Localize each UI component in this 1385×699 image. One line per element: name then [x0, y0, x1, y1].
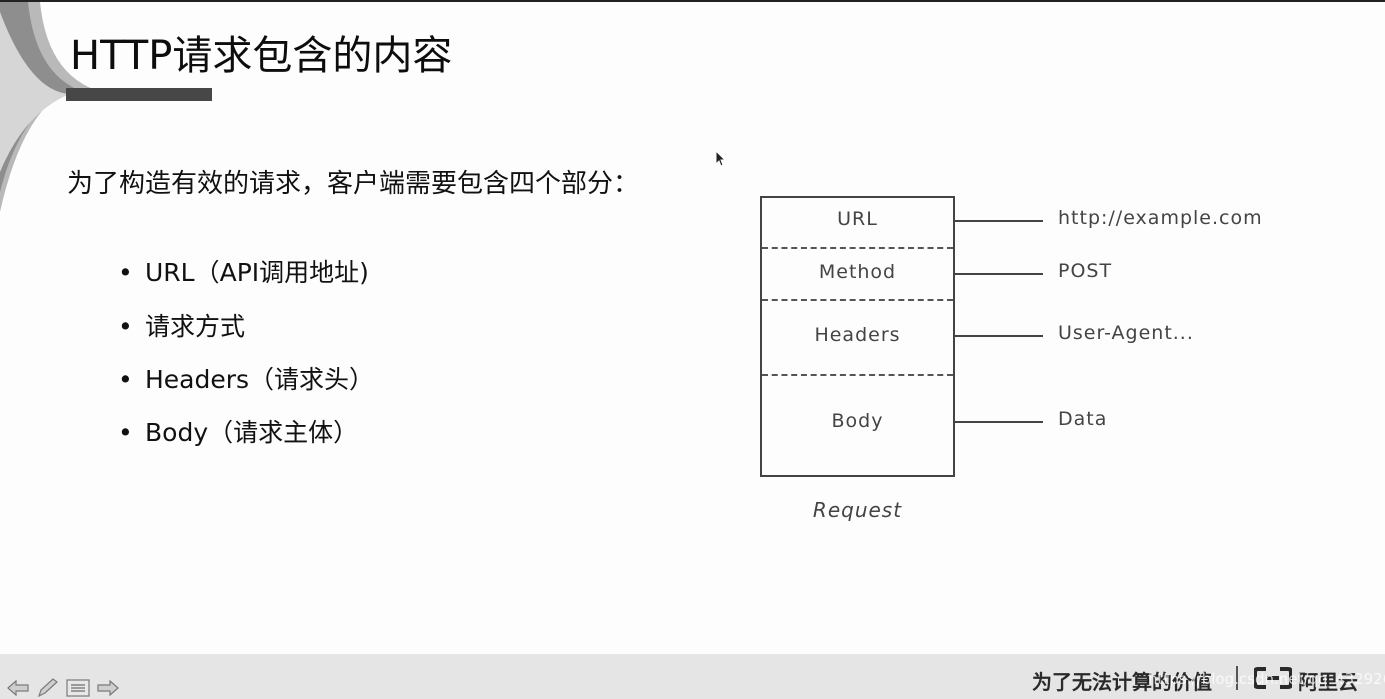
slide-canvas: HTTP请求包含的内容 为了构造有效的请求，客户端需要包含四个部分： •URL（… — [0, 2, 1385, 654]
segment-label-body: Body — [831, 410, 884, 432]
segment-value-method: POST — [1058, 260, 1113, 282]
pen-icon[interactable] — [36, 678, 60, 698]
connector-line — [953, 335, 1043, 337]
segment-label-method: Method — [818, 261, 897, 283]
bullet-item: •Body（请求主体） — [118, 418, 359, 447]
presentation-footer: 为了无法计算的价值 阿里云 https://blog.csdn.net/qq_4… — [0, 654, 1385, 699]
request-diagram-box: URL Method Headers Body — [760, 196, 955, 477]
segment-value-body: Data — [1058, 408, 1108, 430]
menu-icon[interactable] — [66, 678, 90, 698]
blog-watermark: https://blog.csdn.net/qq_43292601 — [1148, 670, 1385, 688]
bullet-text: URL（API调用地址) — [145, 258, 369, 287]
page-title: HTTP请求包含的内容 — [70, 33, 453, 79]
bullet-text: Headers（请求头） — [145, 365, 375, 394]
connector-line — [953, 273, 1043, 275]
aliyun-logo-icon — [1254, 667, 1292, 689]
segment-value-headers: User-Agent... — [1058, 322, 1194, 344]
bullet-text: 请求方式 — [145, 312, 246, 341]
segment-label-url: URL — [837, 208, 878, 230]
connector-line — [953, 421, 1043, 423]
segment-value-url: http://example.com — [1058, 207, 1263, 229]
corner-swoosh-decoration — [0, 2, 110, 212]
segment-label-headers: Headers — [814, 324, 901, 346]
title-underline-bar — [66, 88, 212, 101]
segment-divider — [762, 299, 953, 301]
footer-divider — [1236, 666, 1238, 690]
footer-brand: 阿里云 — [1298, 670, 1358, 694]
arrow-right-icon[interactable] — [96, 678, 120, 698]
segment-divider — [762, 374, 953, 376]
footer-slogan: 为了无法计算的价值 — [1032, 670, 1212, 694]
arrow-left-icon[interactable] — [6, 678, 30, 698]
window-top-border — [0, 0, 1385, 2]
connector-line — [953, 220, 1043, 222]
bullet-item: •请求方式 — [118, 312, 246, 341]
mouse-cursor-icon — [715, 150, 727, 167]
bullet-text: Body（请求主体） — [145, 418, 359, 447]
intro-text: 为了构造有效的请求，客户端需要包含四个部分： — [67, 169, 640, 199]
diagram-caption: Request — [812, 498, 903, 522]
bullet-item: •URL（API调用地址) — [118, 258, 369, 287]
bullet-item: •Headers（请求头） — [118, 365, 375, 394]
segment-divider — [762, 247, 953, 249]
